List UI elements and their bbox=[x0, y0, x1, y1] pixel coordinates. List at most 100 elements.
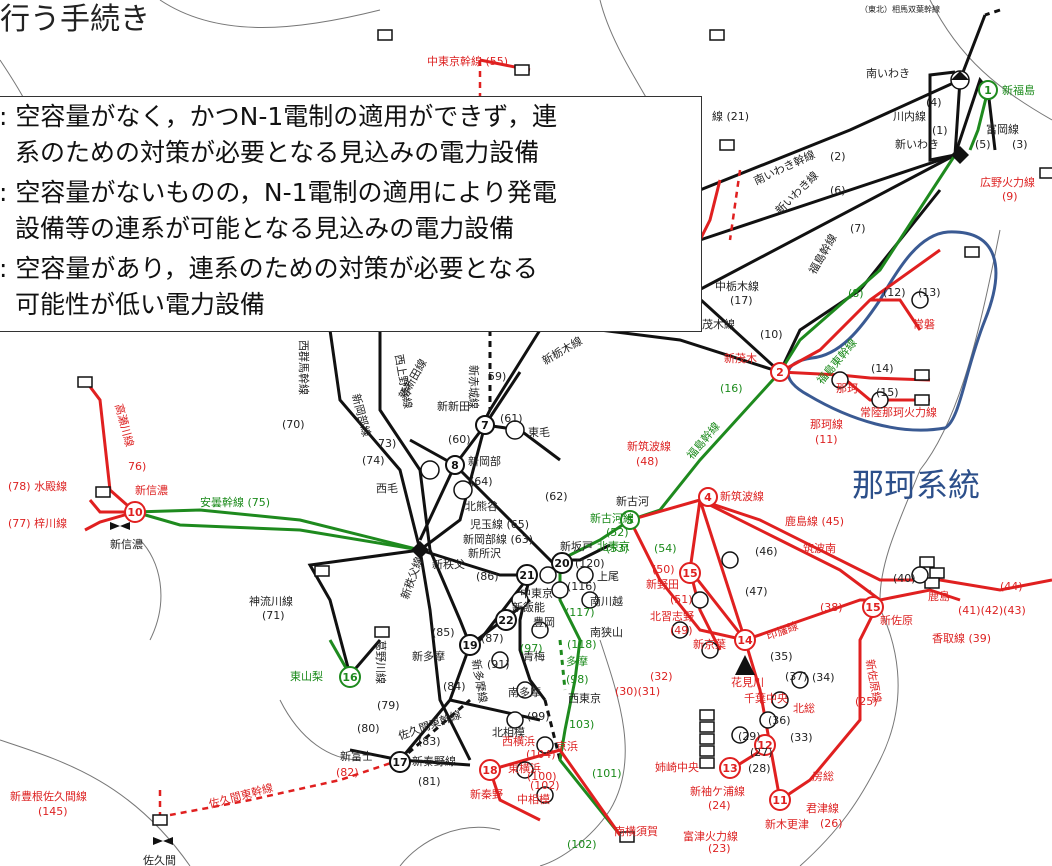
label-chutokyo-b: 中東京 bbox=[520, 586, 553, 600]
label-no14: (14) bbox=[871, 362, 894, 375]
label-no87: (87) bbox=[481, 632, 504, 645]
label-no47: (47) bbox=[745, 585, 768, 598]
legend-item-2-line-2: 設備等の連系が可能となる見込みの電力設備 bbox=[15, 214, 515, 243]
label-futtsu-no: (23) bbox=[708, 842, 731, 855]
label-no27: (27) bbox=[750, 746, 773, 759]
label-shintsukuba: 新筑波線 bbox=[720, 489, 764, 503]
node-18: 18 bbox=[482, 764, 497, 777]
label-no103: 103) bbox=[569, 718, 594, 731]
label-no17b: (17) bbox=[730, 294, 753, 307]
label-no44: (44) bbox=[1000, 580, 1023, 593]
label-shiniwaki: 新いわき bbox=[895, 137, 939, 151]
label-shinmoteki: 新茂木 bbox=[724, 351, 757, 365]
label-shinakagi: 新赤城線 bbox=[467, 365, 481, 409]
label-sakuma: 佐久間 bbox=[143, 853, 176, 866]
label-tama: 多摩 bbox=[566, 654, 588, 668]
label-no59: 59) bbox=[488, 370, 506, 383]
label-moteki: 茂木線 bbox=[702, 317, 735, 331]
label-kitasagami: 北相模 bbox=[492, 726, 525, 739]
label-no91: (91) bbox=[487, 658, 510, 671]
label-shinnoda: 新野田 bbox=[646, 577, 679, 591]
node-2: 2 bbox=[776, 366, 784, 379]
label-no25: (25) bbox=[855, 695, 878, 708]
page-heading: 行う手続き bbox=[0, 2, 150, 37]
legend-item-1-line-2: 系のための対策が必要となる見込みの電力設備 bbox=[15, 138, 540, 167]
label-kanagawa: 神流川線 bbox=[249, 594, 293, 608]
label-no36: (36) bbox=[768, 714, 791, 727]
numbered-nodes: 1 2 4 5 7 8 10 11 12 13 14 15 15 16 17 1… bbox=[124, 80, 998, 811]
label-shinshinano: 新信濃 bbox=[110, 537, 143, 551]
label-no32: (32) bbox=[650, 670, 673, 683]
label-no99: (99) bbox=[527, 710, 550, 723]
naka-region-label: 那珂系統 bbox=[852, 466, 981, 504]
label-higashiyokohama: 東横浜 bbox=[508, 761, 541, 775]
label-shintokorozawa: 新所沢 bbox=[468, 546, 501, 560]
label-no85: (85) bbox=[432, 626, 455, 639]
node-20: 20 bbox=[554, 557, 570, 570]
label-shinchichibu-line: 新秩父線 bbox=[398, 555, 426, 601]
node-14: 14 bbox=[737, 634, 753, 647]
label-no60: (60) bbox=[448, 433, 471, 446]
label-nakasagami: 中相模 bbox=[517, 793, 550, 806]
label-anegasaki: 姉崎中央 bbox=[655, 760, 699, 774]
label-no54: (54) bbox=[654, 542, 677, 555]
label-no70: (70) bbox=[282, 418, 305, 431]
label-hanamigawa: 花見川 bbox=[731, 676, 764, 689]
label-shintama: 新多摩 bbox=[412, 649, 445, 663]
label-no5: (5) bbox=[975, 138, 991, 151]
label-kawauchi: 川内線 bbox=[893, 109, 926, 123]
label-no61: (61) bbox=[500, 412, 523, 425]
label-no6: (6) bbox=[830, 184, 846, 197]
label-hirono-no: (9) bbox=[1002, 190, 1018, 203]
label-no73: 73) bbox=[378, 437, 396, 450]
label-no74: (74) bbox=[362, 454, 385, 467]
node-21: 21 bbox=[519, 569, 534, 582]
label-shinchichibu: 新秩父 bbox=[432, 557, 465, 571]
label-shinkoga: 新古河 bbox=[616, 494, 649, 508]
label-no84: (84) bbox=[443, 680, 466, 693]
label-no29: (29) bbox=[738, 730, 761, 743]
label-chiba-chuo: 千葉中央 bbox=[744, 691, 788, 705]
label-tomioka: 富岡線 bbox=[986, 122, 1019, 136]
label-minamiiwaki: 南いわき bbox=[866, 67, 910, 80]
label-shinfukushima: 新福島 bbox=[1002, 83, 1035, 97]
label-kitakumagaya: 北熊谷 bbox=[465, 499, 498, 513]
label-kimitsu-no: (26) bbox=[820, 817, 843, 830]
label-top-note: （東北）相馬双葉幹線 bbox=[860, 4, 940, 14]
label-azumagawa: (77) 梓川線 bbox=[8, 516, 67, 530]
label-no40: (40) bbox=[893, 572, 916, 585]
label-no46: (46) bbox=[755, 545, 778, 558]
label-no2: (2) bbox=[830, 150, 846, 163]
label-inba: 印旛線 bbox=[764, 618, 800, 642]
label-no79: (79) bbox=[377, 699, 400, 712]
label-minamiyokosuka: 南横須賀 bbox=[614, 824, 658, 838]
node-15b: 15 bbox=[865, 601, 880, 614]
label-shinoka: 新岡部 bbox=[468, 454, 501, 468]
label-no37: (37) bbox=[785, 670, 808, 683]
label-no101: (101) bbox=[592, 767, 622, 780]
label-no116: (116) bbox=[567, 580, 597, 593]
label-no13: (13) bbox=[918, 286, 941, 299]
label-sakuhigashi-no: (82) bbox=[336, 766, 359, 779]
label-no98: (98) bbox=[566, 673, 589, 686]
label-no28: (28) bbox=[748, 762, 771, 775]
legend-item-3-line-2: 可能性が低い電力設備 bbox=[15, 290, 266, 319]
label-ageo: 上尾 bbox=[597, 570, 619, 583]
label-hitachinaka: 常陸那珂火力線 bbox=[860, 405, 937, 419]
node-10: 10 bbox=[127, 506, 143, 519]
legend-box: : 空容量がなく，かつN-1電制の適用ができず，連 系のための対策が必要となる見… bbox=[0, 96, 702, 332]
label-no49: (49) bbox=[670, 624, 693, 637]
label-shinoka-line2: 新岡部線 (63) bbox=[463, 532, 533, 546]
node-22: 22 bbox=[498, 614, 513, 627]
node-4: 4 bbox=[704, 491, 712, 504]
label-jouban: 常磐 bbox=[913, 317, 935, 331]
label-no51: (51) bbox=[670, 593, 693, 606]
label-no71: (71) bbox=[262, 609, 285, 622]
label-no53: (53) bbox=[606, 542, 629, 555]
label-no35: (35) bbox=[770, 650, 793, 663]
label-tsukubasen: 新筑波線 bbox=[627, 439, 671, 453]
node-11: 11 bbox=[772, 794, 787, 807]
node-13: 13 bbox=[722, 762, 737, 775]
label-shinsawara: 新佐原 bbox=[880, 613, 913, 627]
